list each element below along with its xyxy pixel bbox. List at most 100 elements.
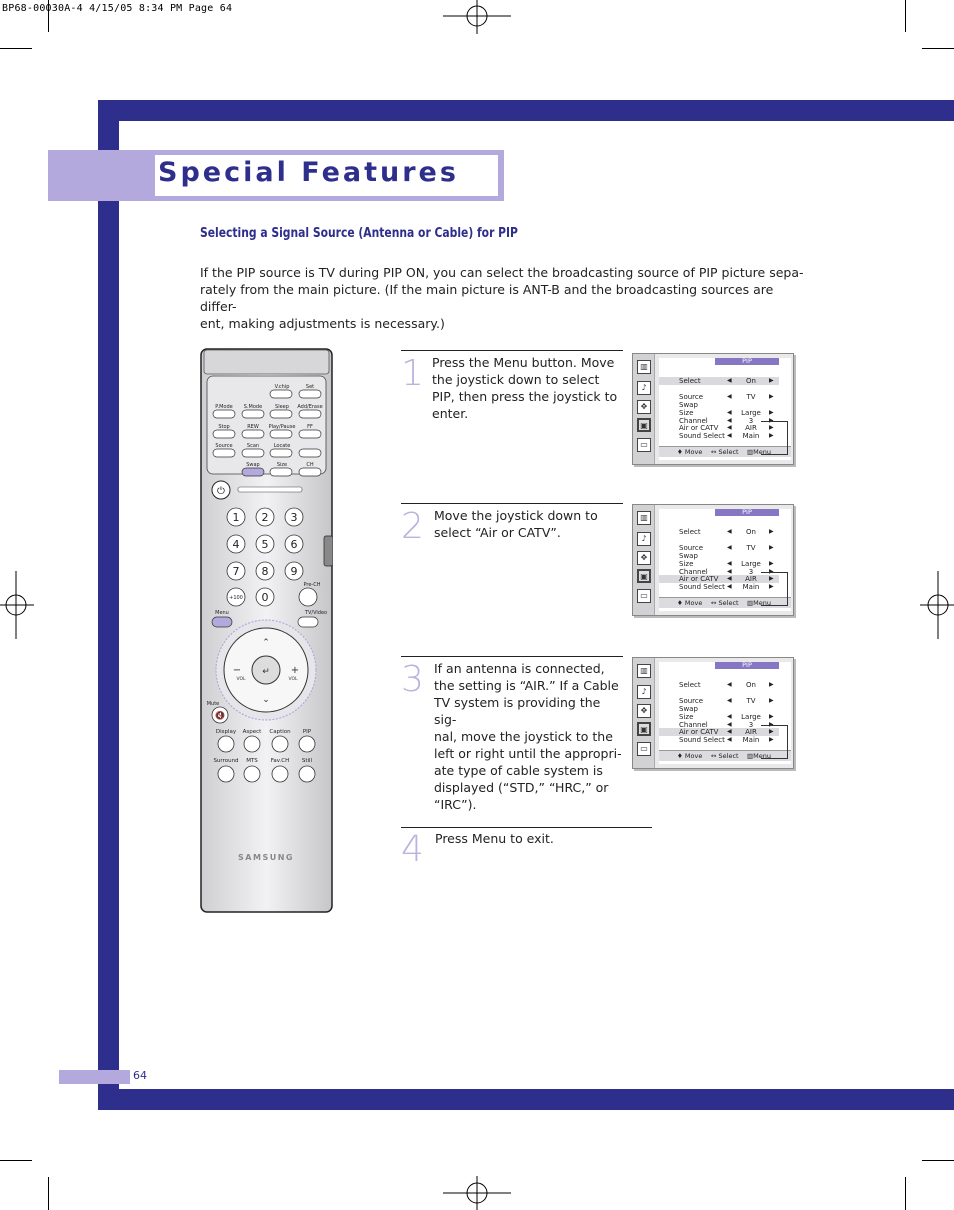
digit-0: 0 [262, 591, 269, 604]
osd-row-swap: Swap [679, 401, 698, 409]
digit-1: 1 [233, 511, 240, 524]
remote-control-illustration: V.chip Set P.Mode S.Mode Sleep Add/Erase… [200, 348, 333, 913]
digit-8: 8 [262, 565, 269, 578]
vol-right-label: VOL [288, 676, 298, 682]
step-2-number: 2 [401, 506, 424, 547]
step-line: Move the joystick down to [434, 508, 598, 523]
step-4-number: 4 [401, 829, 424, 870]
remote-label: Source [215, 443, 232, 449]
crop-mark [905, 0, 906, 32]
sound-icon: ♪ [637, 381, 651, 395]
osd-row-swap: Swap [679, 552, 698, 560]
svg-text:⌄: ⌄ [262, 695, 270, 705]
print-slug: BP68-00030A-4 4/15/05 8:34 PM Page 64 [2, 3, 233, 14]
osd-header: PIP [715, 662, 779, 669]
crop-mark [0, 48, 32, 49]
setup-icon: ▣ [637, 569, 651, 583]
picture-icon: ▥ [637, 511, 651, 525]
osd-row-air-catv: Air or CATV◀AIR▶ [659, 575, 779, 583]
digit-4: 4 [233, 538, 240, 551]
osd-row-sound-select: Sound Select◀Main▶ [679, 583, 774, 591]
registration-mark-left [0, 571, 34, 639]
crop-mark [905, 1177, 906, 1210]
step-line: left or right until the appropri- [434, 746, 622, 761]
osd-panel: PIP Select◀On▶ Source◀TV▶ Swap Size◀Larg… [659, 662, 791, 764]
remote-label: Play/Pause [269, 424, 296, 430]
step-line: nal, move the joystick to the [434, 729, 613, 744]
step-2-rule [401, 503, 623, 504]
osd-row-select: Select◀On▶ [679, 681, 774, 689]
crop-mark [922, 48, 954, 49]
remote-label: Set [306, 384, 314, 390]
top-band [98, 100, 954, 121]
remote-label: Locate [274, 443, 291, 449]
osd-bracket [761, 725, 788, 759]
sound-icon: ♪ [637, 532, 651, 546]
intro-line: ent, making adjustments is necessary.) [200, 316, 445, 331]
remote-label: Scan [247, 443, 259, 449]
osd-row-sound-select: Sound Select◀Main▶ [679, 432, 774, 440]
step-line: Press the Menu button. Move [432, 355, 615, 370]
osd-row-channel: Channel◀3▶ [679, 417, 774, 425]
remote-brand: SAMSUNG [238, 853, 294, 862]
step-line: displayed (“STD,” “HRC,” or [434, 780, 609, 795]
channel-icon: ✥ [637, 551, 651, 565]
osd-row-air-catv: Air or CATV◀AIR▶ [659, 728, 779, 736]
osd-icon-rail: ▥ ♪ ✥ ▣ ▭ [633, 658, 655, 768]
step-3-rule [401, 656, 623, 657]
osd-bracket [761, 421, 788, 455]
step-1-text: Press the Menu button. Move the joystick… [432, 354, 622, 422]
step-1-rule [401, 350, 623, 351]
remote-label: FF [307, 424, 313, 430]
crop-mark [48, 1177, 49, 1210]
osd-icon-rail: ▥ ♪ ✥ ▣ ▭ [633, 505, 655, 615]
step-1-number: 1 [401, 353, 424, 394]
remote-label: P.Mode [215, 404, 232, 410]
intro-line: If the PIP source is TV during PIP ON, y… [200, 265, 804, 280]
osd-screen-1: ▥ ♪ ✥ ▣ ▭ PIP Select◀On▶ Source◀TV▶ Swap… [632, 353, 794, 465]
remote-label: CH [306, 462, 313, 468]
osd-footer: ♦ Move↔ Select▥Menu [659, 597, 791, 608]
crop-mark [0, 1160, 32, 1161]
aspect-label: Aspect [243, 729, 263, 735]
bottom-band [98, 1089, 954, 1110]
svg-text:−: − [233, 665, 241, 676]
mts-label: MTS [246, 758, 258, 764]
digit-7: 7 [233, 565, 240, 578]
remote-label: Add/Erase [297, 404, 322, 410]
svg-text:+: + [291, 665, 299, 676]
osd-row-size: Size◀Large▶ [679, 409, 774, 417]
step-line: enter. [432, 406, 469, 421]
step-4-text: Press Menu to exit. [435, 830, 635, 847]
osd-row-channel: Channel◀3▶ [679, 721, 774, 729]
caption-label: Caption [269, 729, 291, 735]
osd-row-source: Source◀TV▶ [679, 393, 774, 401]
step-3-number: 3 [401, 659, 424, 700]
picture-icon: ▥ [637, 664, 651, 678]
svg-text:⏻: ⏻ [217, 486, 225, 497]
sound-icon: ♪ [637, 685, 651, 699]
section-heading: Selecting a Signal Source (Antenna or Ca… [200, 226, 518, 241]
title-inner [155, 155, 498, 196]
display-label: Display [216, 729, 237, 735]
osd-header: PIP [715, 358, 779, 365]
remote-label: Swap [246, 462, 260, 468]
osd-row-source: Source◀TV▶ [679, 544, 774, 552]
channel-icon: ✥ [637, 400, 651, 414]
surround-label: Surround [213, 758, 238, 764]
step-line: “IRC”). [434, 797, 477, 812]
intro-paragraph: If the PIP source is TV during PIP ON, y… [200, 264, 806, 332]
osd-icon-rail: ▥ ♪ ✥ ▣ ▭ [633, 354, 655, 464]
step-line: select “Air or CATV”. [434, 525, 561, 540]
setup-icon: ▣ [637, 418, 651, 432]
input-icon: ▭ [637, 438, 651, 452]
setup-icon: ▣ [637, 722, 651, 736]
digit-3: 3 [291, 511, 298, 524]
osd-row-source: Source◀TV▶ [679, 697, 774, 705]
step-line: Press Menu to exit. [435, 831, 554, 846]
step-line: the joystick down to select [432, 372, 600, 387]
input-icon: ▭ [637, 589, 651, 603]
digit-100: +100 [229, 595, 243, 601]
step-3-text: If an antenna is connected, the setting … [434, 660, 626, 813]
intro-line: rately from the main picture. (If the ma… [200, 282, 774, 314]
